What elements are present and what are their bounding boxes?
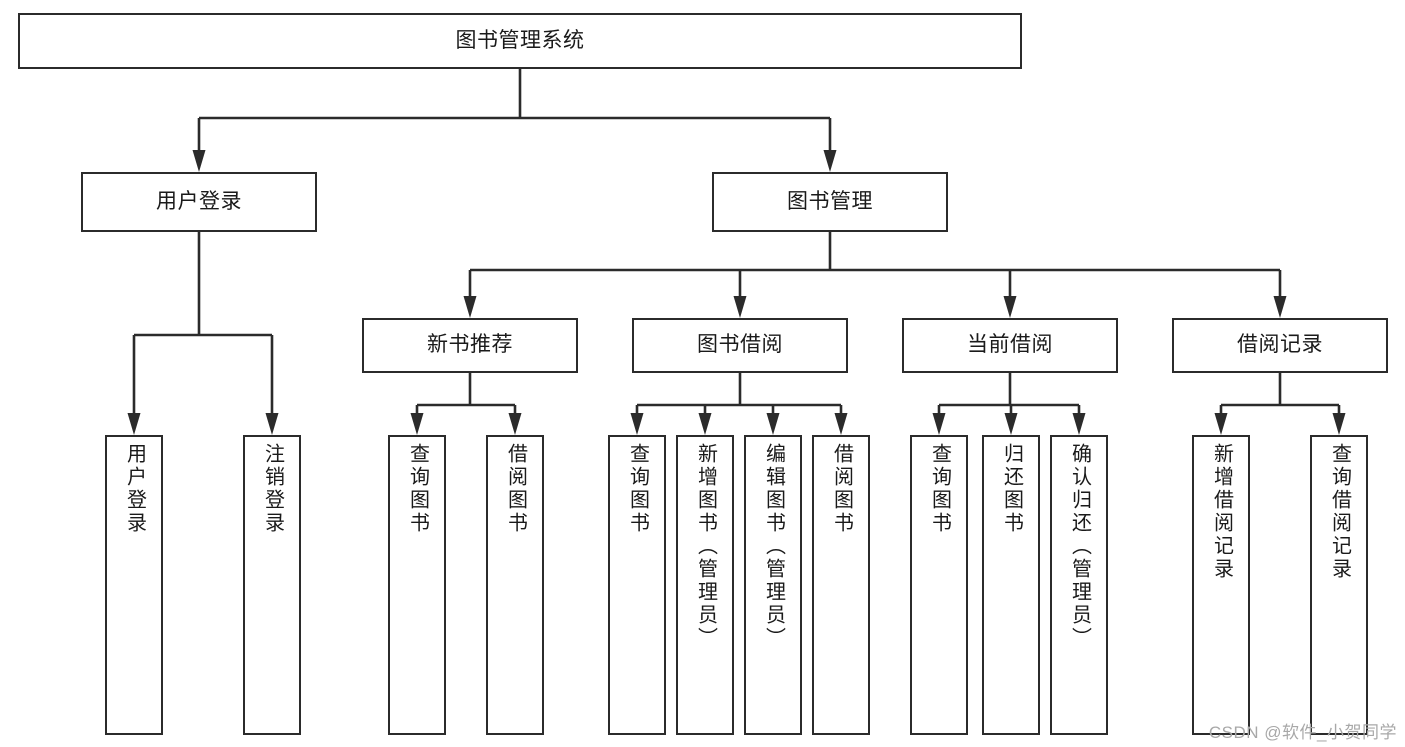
- node-leaf-query-book-3[interactable]: 查询图书: [910, 435, 968, 735]
- node-leaf-user-login[interactable]: 用户登录: [105, 435, 163, 735]
- arrowhead-borrow-record-to-leaf-add-record: [1214, 413, 1228, 435]
- node-leaf-edit-book[interactable]: 编辑图书（管理员）: [744, 435, 802, 735]
- arrowhead-user-login-to-leaf-user-login: [127, 413, 141, 435]
- arrowhead-current-borrow-to-leaf-return-book: [1004, 413, 1018, 435]
- node-label-leaf-confirm-return: 确认归还（管理员）: [1068, 443, 1091, 650]
- node-leaf-query-book-2[interactable]: 查询图书: [608, 435, 666, 735]
- node-leaf-add-record[interactable]: 新增借阅记录: [1192, 435, 1250, 735]
- node-label-leaf-query-book-3: 查询图书: [928, 443, 951, 535]
- node-leaf-confirm-return[interactable]: 确认归还（管理员）: [1050, 435, 1108, 735]
- arrowhead-root-to-user-login: [192, 150, 206, 172]
- arrowhead-current-borrow-to-leaf-query-book-3: [932, 413, 946, 435]
- node-label-borrow-record: 借阅记录: [1237, 333, 1323, 357]
- arrowhead-borrow-record-to-leaf-query-record: [1332, 413, 1346, 435]
- arrowhead-book-manage-to-new-book-recommend: [463, 296, 477, 318]
- node-root[interactable]: 图书管理系统: [18, 13, 1022, 69]
- arrowhead-book-borrow-to-leaf-edit-book: [766, 413, 780, 435]
- node-borrow-record[interactable]: 借阅记录: [1172, 318, 1388, 373]
- node-label-new-book-recommend: 新书推荐: [427, 333, 513, 357]
- node-label-leaf-query-book-2: 查询图书: [626, 443, 649, 535]
- node-book-borrow[interactable]: 图书借阅: [632, 318, 848, 373]
- node-label-current-borrow: 当前借阅: [967, 333, 1053, 357]
- node-leaf-borrow-book-2[interactable]: 借阅图书: [812, 435, 870, 735]
- node-label-leaf-query-record: 查询借阅记录: [1328, 443, 1351, 581]
- node-label-leaf-edit-book: 编辑图书（管理员）: [762, 443, 785, 650]
- node-label-leaf-borrow-book-1: 借阅图书: [504, 443, 527, 535]
- arrowhead-root-to-book-manage: [823, 150, 837, 172]
- arrowhead-current-borrow-to-leaf-confirm-return: [1072, 413, 1086, 435]
- node-label-root: 图书管理系统: [455, 28, 585, 52]
- node-new-book-recommend[interactable]: 新书推荐: [362, 318, 578, 373]
- node-label-leaf-query-book-1: 查询图书: [406, 443, 429, 535]
- node-label-book-manage: 图书管理: [787, 189, 873, 213]
- node-label-leaf-add-record: 新增借阅记录: [1210, 443, 1233, 581]
- node-label-leaf-user-logout: 注销登录: [261, 443, 284, 535]
- node-leaf-return-book[interactable]: 归还图书: [982, 435, 1040, 735]
- node-label-leaf-add-book: 新增图书（管理员）: [694, 443, 717, 650]
- node-book-manage[interactable]: 图书管理: [712, 172, 948, 232]
- node-current-borrow[interactable]: 当前借阅: [902, 318, 1118, 373]
- node-label-leaf-return-book: 归还图书: [1000, 443, 1023, 535]
- arrowhead-new-book-recommend-to-leaf-query-book-1: [410, 413, 424, 435]
- node-user-login[interactable]: 用户登录: [81, 172, 317, 232]
- arrowhead-user-login-to-leaf-user-logout: [265, 413, 279, 435]
- arrowhead-book-manage-to-book-borrow: [733, 296, 747, 318]
- node-label-book-borrow: 图书借阅: [697, 333, 783, 357]
- node-leaf-query-book-1[interactable]: 查询图书: [388, 435, 446, 735]
- node-label-user-login: 用户登录: [156, 189, 242, 213]
- arrowhead-book-borrow-to-leaf-query-book-2: [630, 413, 644, 435]
- node-label-leaf-user-login: 用户登录: [123, 443, 146, 535]
- node-leaf-user-logout[interactable]: 注销登录: [243, 435, 301, 735]
- node-leaf-query-record[interactable]: 查询借阅记录: [1310, 435, 1368, 735]
- watermark-label: CSDN @软件_小贺同学: [1208, 723, 1397, 742]
- arrowhead-book-manage-to-borrow-record: [1273, 296, 1287, 318]
- node-label-leaf-borrow-book-2: 借阅图书: [830, 443, 853, 535]
- arrowhead-book-borrow-to-leaf-add-book: [698, 413, 712, 435]
- arrowhead-book-manage-to-current-borrow: [1003, 296, 1017, 318]
- node-leaf-add-book[interactable]: 新增图书（管理员）: [676, 435, 734, 735]
- arrowhead-new-book-recommend-to-leaf-borrow-book-1: [508, 413, 522, 435]
- arrowhead-book-borrow-to-leaf-borrow-book-2: [834, 413, 848, 435]
- node-leaf-borrow-book-1[interactable]: 借阅图书: [486, 435, 544, 735]
